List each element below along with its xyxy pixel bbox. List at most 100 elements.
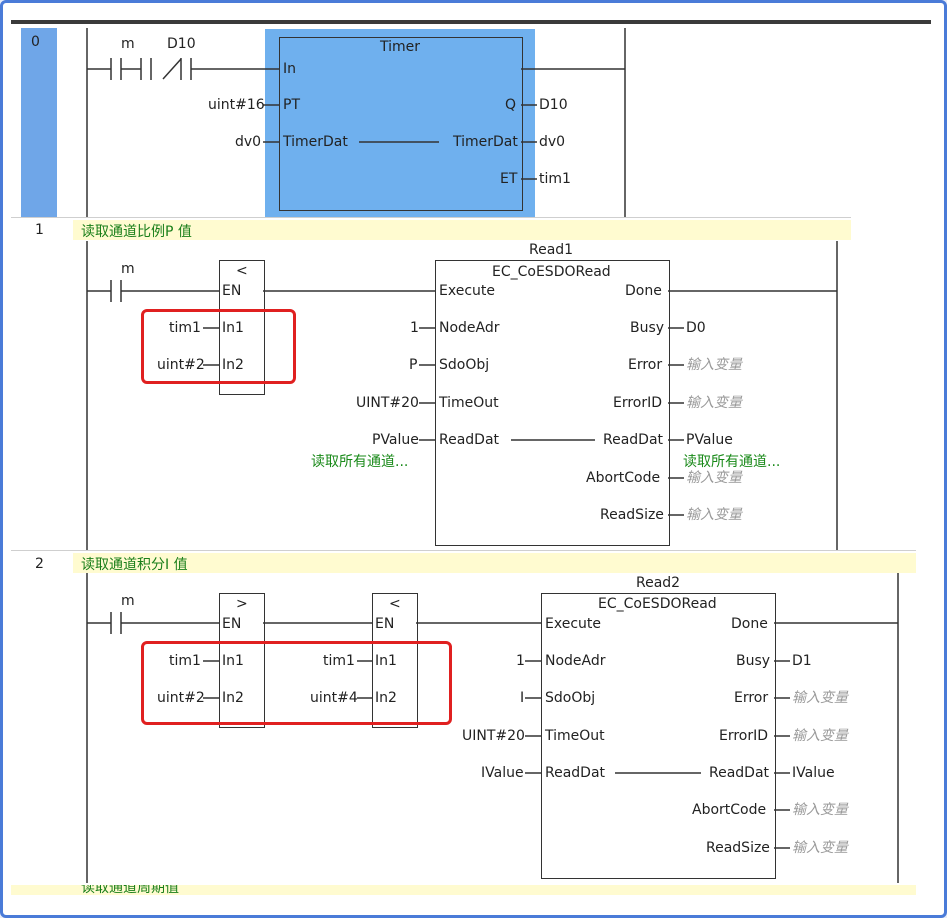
read2-timeout-var[interactable]: UINT#20 [462, 728, 525, 744]
read1-timeout-port: TimeOut [439, 395, 499, 411]
rung-separator [11, 550, 916, 551]
read2-busy-port: Busy [736, 653, 771, 669]
compare-lt-block[interactable] [372, 593, 418, 728]
rung-2-number[interactable]: 2 [35, 556, 44, 572]
read2-function-block[interactable] [541, 593, 776, 879]
compare-in2-var[interactable]: uint#2 [157, 690, 205, 706]
read1-error-var[interactable]: 输入变量 [686, 357, 742, 373]
timer-q-port: Q [505, 97, 517, 113]
compare-en-port: EN [222, 283, 242, 299]
compare-in1-var[interactable]: tim1 [169, 320, 201, 336]
rung-3-comment: 读取通道周期值 [81, 885, 179, 895]
compare-in2-port: In2 [375, 690, 397, 706]
read1-execute-port: Execute [439, 283, 495, 299]
compare-in1-port: In1 [375, 653, 397, 669]
timer-et-var[interactable]: tim1 [539, 171, 571, 187]
compare-gt-block[interactable] [219, 593, 265, 728]
rung-0-number-cell[interactable]: 0 [21, 28, 57, 217]
read2-abortcode-var[interactable]: 输入变量 [792, 802, 848, 818]
read1-timeout-var[interactable]: UINT#20 [356, 395, 419, 411]
read1-sdoobj-var[interactable]: P [409, 357, 418, 373]
rung-separator [11, 217, 851, 218]
highlight-box [141, 309, 296, 384]
read1-instance-name[interactable]: Read1 [529, 242, 574, 258]
contact-d10-label: D10 [167, 36, 196, 52]
contact-m-label: m [121, 36, 135, 52]
timer-q-var[interactable]: D10 [539, 97, 568, 113]
compare-in1-port: In1 [222, 653, 244, 669]
read2-execute-port: Execute [545, 616, 601, 632]
compare-in2-port: In2 [222, 690, 244, 706]
rung-1-comment: 读取通道比例P 值 [81, 224, 192, 240]
top-toolbar-edge [11, 20, 931, 24]
read1-busy-port: Busy [630, 320, 665, 336]
read2-nodeadr-var[interactable]: 1 [516, 653, 525, 669]
read1-nodeadr-port: NodeAdr [439, 320, 500, 336]
read1-readdat-out-var[interactable]: PValue [686, 432, 733, 448]
compare-in2-port: In2 [222, 357, 244, 373]
timer-function-block[interactable] [279, 37, 523, 211]
timer-pt-port: PT [283, 97, 300, 113]
compare-in2-var[interactable]: uint#2 [157, 357, 205, 373]
read2-timeout-port: TimeOut [545, 728, 605, 744]
read1-block-type: EC_CoESDORead [492, 264, 611, 280]
read1-nodeadr-var[interactable]: 1 [410, 320, 419, 336]
read1-readdat-out-port: ReadDat [603, 432, 664, 448]
read2-readdat-out-var[interactable]: IValue [792, 765, 835, 781]
read2-block-type: EC_CoESDORead [598, 596, 717, 612]
timer-timerdat-out-port: TimerDat [453, 134, 518, 150]
read2-errorid-var[interactable]: 输入变量 [792, 728, 848, 744]
read1-errorid-var[interactable]: 输入变量 [686, 395, 742, 411]
timer-timerdat-out-var[interactable]: dv0 [539, 134, 566, 150]
read1-errorid-port: ErrorID [613, 395, 663, 411]
read1-readsize-var[interactable]: 输入变量 [686, 507, 742, 523]
read1-abortcode-var[interactable]: 输入变量 [686, 470, 742, 486]
compare-in2-var[interactable]: uint#4 [310, 690, 358, 706]
rung-1-comment-bar[interactable] [73, 220, 851, 240]
read1-readdat-out-comment: 读取所有通道... [683, 454, 781, 470]
read2-instance-name[interactable]: Read2 [636, 575, 681, 591]
timer-timerdat-in-port: TimerDat [283, 134, 348, 150]
timer-timerdat-in-var[interactable]: dv0 [235, 134, 262, 150]
compare-operator: > [236, 596, 248, 612]
read2-error-var[interactable]: 输入变量 [792, 690, 848, 706]
read1-error-port: Error [628, 357, 663, 373]
timer-et-port: ET [500, 171, 518, 187]
compare-in1-var[interactable]: tim1 [169, 653, 201, 669]
compare-lt-block[interactable] [219, 260, 265, 395]
read2-readdat-in-port: ReadDat [545, 765, 606, 781]
compare-operator: < [389, 596, 401, 612]
compare-en-port: EN [375, 616, 395, 632]
rung-3-comment-bar[interactable]: 读取通道周期值 [11, 885, 916, 895]
compare-en-port: EN [222, 616, 242, 632]
read2-readdat-out-port: ReadDat [709, 765, 770, 781]
timer-block-selection [265, 29, 535, 217]
contact-m-label: m [121, 593, 135, 609]
rung-2-comment-bar[interactable] [73, 553, 916, 573]
read2-abortcode-port: AbortCode [692, 802, 767, 818]
compare-in1-port: In1 [222, 320, 244, 336]
read2-sdoobj-var[interactable]: I [520, 690, 525, 706]
rung-1-number[interactable]: 1 [35, 222, 44, 238]
read1-readdat-in-comment: 读取所有通道... [311, 454, 409, 470]
contact-m-label: m [121, 261, 135, 277]
read2-readdat-in-var[interactable]: IValue [481, 765, 524, 781]
compare-operator: < [236, 263, 248, 279]
read2-readsize-port: ReadSize [706, 840, 770, 856]
read2-error-port: Error [734, 690, 769, 706]
compare-in1-var[interactable]: tim1 [323, 653, 355, 669]
read2-done-port: Done [731, 616, 768, 632]
read1-sdoobj-port: SdoObj [439, 357, 490, 373]
read2-busy-var[interactable]: D1 [792, 653, 812, 669]
timer-in-port: In [283, 61, 297, 77]
ladder-wiring [86, 28, 899, 883]
read1-readdat-in-var[interactable]: PValue [372, 432, 419, 448]
read1-function-block[interactable] [435, 260, 670, 546]
rung-2-comment: 读取通道积分I 值 [81, 557, 188, 573]
rung-number: 0 [31, 34, 40, 50]
read1-busy-var[interactable]: D0 [686, 320, 706, 336]
read2-readsize-var[interactable]: 输入变量 [792, 840, 848, 856]
highlight-box [141, 641, 452, 725]
timer-pt-var[interactable]: uint#16 [208, 97, 265, 113]
